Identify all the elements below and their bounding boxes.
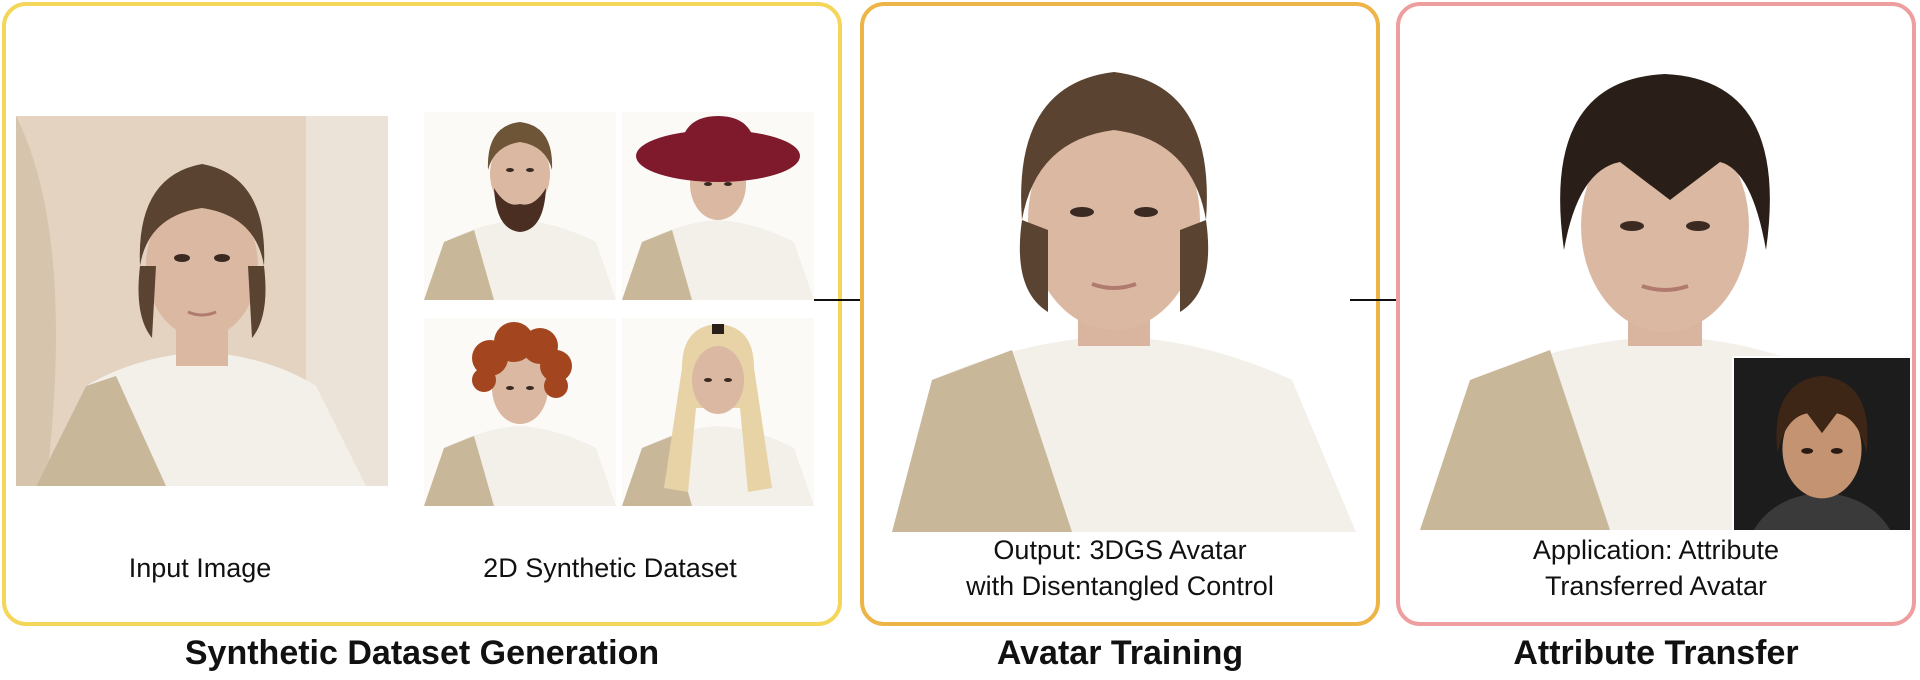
output-caption-line-2: with Disentangled Control bbox=[966, 571, 1274, 601]
application-caption-line-1: Application: Attribute bbox=[1532, 535, 1780, 565]
stage-title-training: Avatar Training bbox=[996, 634, 1244, 672]
input-image-caption: Input Image bbox=[128, 553, 272, 583]
output-avatar-image bbox=[872, 50, 1356, 532]
stage-title-transfer: Attribute Transfer bbox=[1513, 634, 1799, 672]
application-caption-line-2: Transferred Avatar bbox=[1544, 571, 1768, 601]
transferred-avatar-image bbox=[1420, 50, 1910, 530]
synthetic-sample-hat bbox=[622, 112, 814, 300]
stage-title-synthetic: Synthetic Dataset Generation bbox=[184, 634, 660, 672]
synthetic-dataset-caption: 2D Synthetic Dataset bbox=[483, 553, 737, 583]
synthetic-sample-beard bbox=[424, 112, 616, 300]
input-image bbox=[16, 116, 388, 486]
synthetic-sample-long-blonde-hair bbox=[622, 318, 814, 506]
output-avatar-caption: Output: 3DGS Avatar with Disentangled Co… bbox=[880, 532, 1360, 604]
reference-attribute-image bbox=[1732, 356, 1910, 530]
arrow-shaft bbox=[814, 299, 886, 301]
output-caption-line-1: Output: 3DGS Avatar bbox=[993, 535, 1247, 565]
synthetic-sample-curly-red-hair bbox=[424, 318, 616, 506]
application-caption: Application: Attribute Transferred Avata… bbox=[1416, 532, 1896, 604]
arrow-shaft bbox=[1350, 299, 1422, 301]
